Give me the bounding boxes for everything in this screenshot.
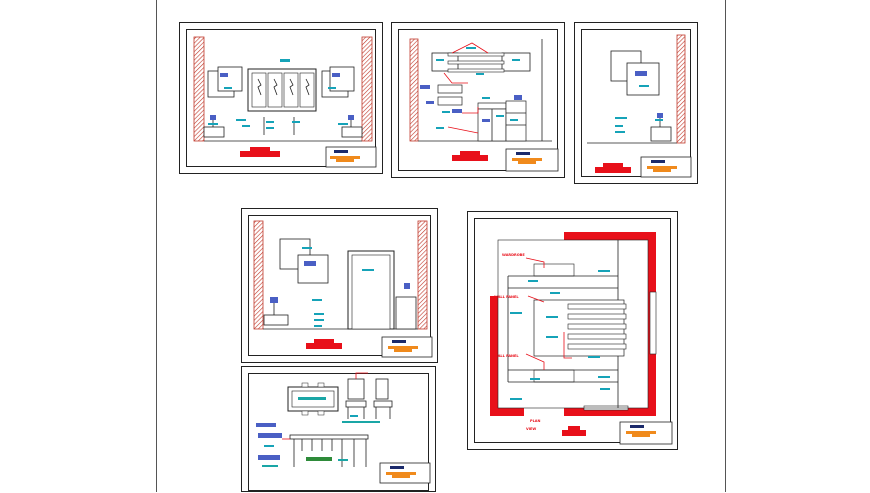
elevation-3-graphic <box>587 34 692 178</box>
elevation-2-graphic <box>409 38 559 172</box>
plan-label-mid: WALL PANEL <box>494 295 519 299</box>
drawing-frame <box>248 215 431 356</box>
drawing-elevation-2[interactable] <box>391 22 565 178</box>
drawing-elevation-4[interactable] <box>241 208 438 363</box>
plan-label-low: WALL PANEL <box>494 354 519 358</box>
drawing-floor-plan[interactable]: WARDROBE WALL PANEL WALL PANEL PLAN VIEW <box>467 211 678 450</box>
elevation-4-graphic <box>253 220 433 358</box>
sheet-left-border <box>156 0 157 492</box>
drawing-frame <box>186 29 376 167</box>
drawing-furniture-details[interactable] <box>241 366 436 492</box>
drawing-elevation-1[interactable] <box>179 22 383 174</box>
furniture-details-graphic <box>256 372 431 484</box>
drawing-elevation-3[interactable] <box>574 22 698 184</box>
sheet-right-border <box>725 0 726 492</box>
plan-label-top: WARDROBE <box>502 253 525 257</box>
elevation-1-graphic <box>193 36 377 168</box>
drawing-frame <box>474 218 671 443</box>
plan-subtitle: VIEW <box>526 427 536 431</box>
floor-plan-graphic: WARDROBE WALL PANEL WALL PANEL PLAN VIEW <box>490 232 673 445</box>
drawing-frame <box>581 29 691 177</box>
plan-title: PLAN <box>530 419 541 423</box>
drawing-frame <box>398 29 558 171</box>
drawing-frame <box>248 373 429 491</box>
